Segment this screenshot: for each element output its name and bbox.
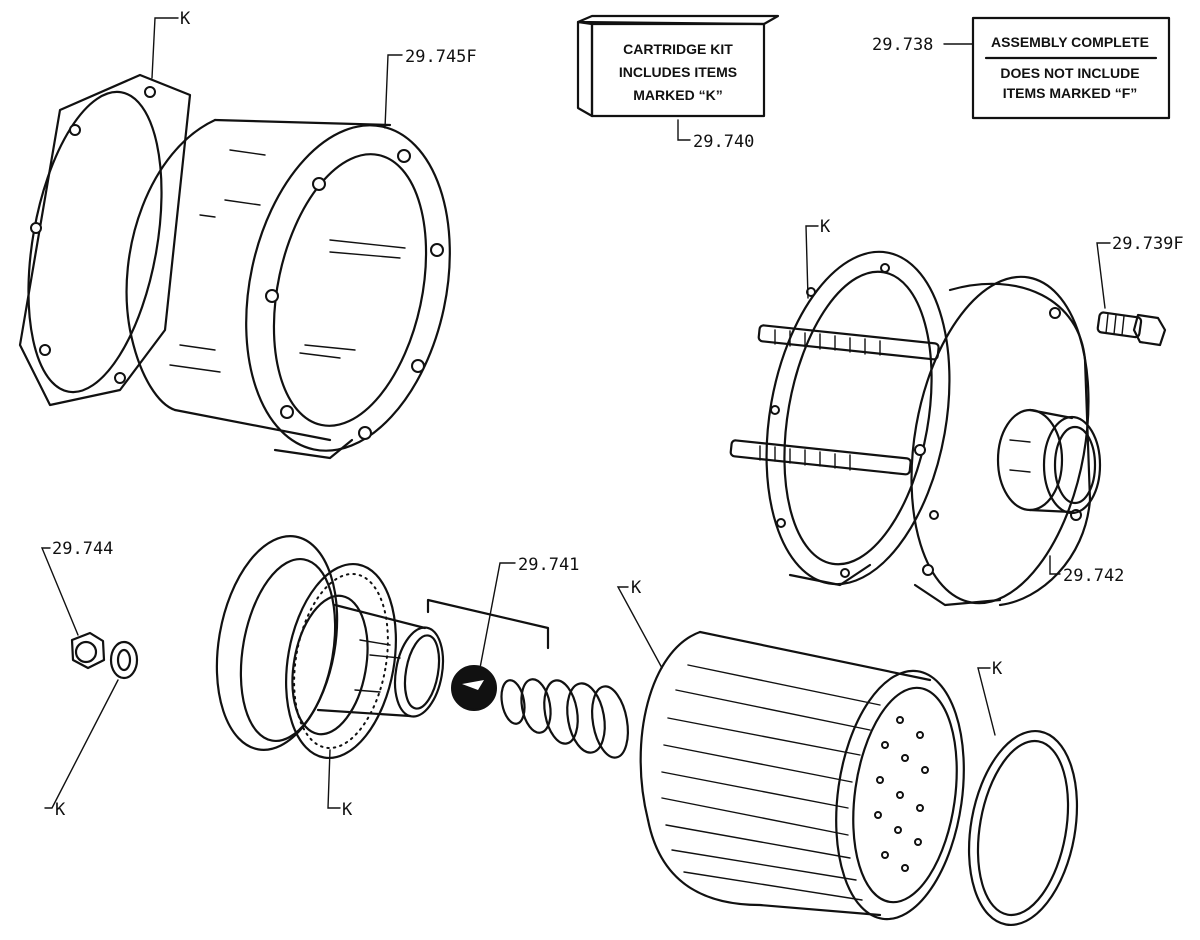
label-k-top-left: K — [180, 9, 191, 29]
label-k-ring: K — [992, 659, 1003, 679]
filter-housing — [125, 118, 451, 460]
label-29-738: 29.738 — [872, 35, 933, 55]
label-k-gasket-lower: K — [342, 800, 353, 820]
cartridge-kit-line1: CARTRIDGE KIT — [623, 41, 733, 57]
cartridge-kit-box: CARTRIDGE KIT INCLUDES ITEMS MARKED “K” — [576, 14, 780, 118]
cartridge-kit-line2: INCLUDES ITEMS — [619, 64, 737, 80]
assembly-complete-box: ASSEMBLY COMPLETE DOES NOT INCLUDE ITEMS… — [971, 16, 1171, 120]
label-29-741: 29.741 — [518, 555, 579, 575]
top-left-gasket — [18, 73, 192, 407]
label-29-740: 29.740 — [693, 132, 754, 152]
label-k-flange-right: K — [820, 217, 831, 237]
label-k-washer: K — [55, 800, 66, 820]
valve-body — [215, 535, 445, 760]
right-flange-gasket — [729, 250, 951, 587]
assembly-line1: ASSEMBLY COMPLETE — [991, 34, 1149, 50]
assembly-line3: ITEMS MARKED “F” — [1003, 85, 1138, 101]
bolt — [1096, 311, 1167, 347]
end-cover — [910, 275, 1102, 607]
leader-lines — [40, 17, 1111, 809]
part-labels: K 29.745F 29.740 29.738 K 29.739F 29.742… — [52, 9, 1184, 820]
label-29-739f: 29.739F — [1112, 234, 1184, 254]
ball-and-spring — [426, 598, 629, 759]
perforations — [874, 716, 929, 872]
filter-cartridge — [639, 630, 965, 921]
label-29-744: 29.744 — [52, 539, 113, 559]
label-k-cartridge: K — [631, 578, 642, 598]
nut-and-washer — [70, 631, 139, 680]
label-29-742: 29.742 — [1063, 566, 1124, 586]
label-29-745f: 29.745F — [405, 47, 477, 67]
cartridge-kit-line3: MARKED “K” — [633, 87, 722, 103]
sealing-ring — [967, 729, 1079, 927]
assembly-line2: DOES NOT INCLUDE — [1000, 65, 1139, 81]
